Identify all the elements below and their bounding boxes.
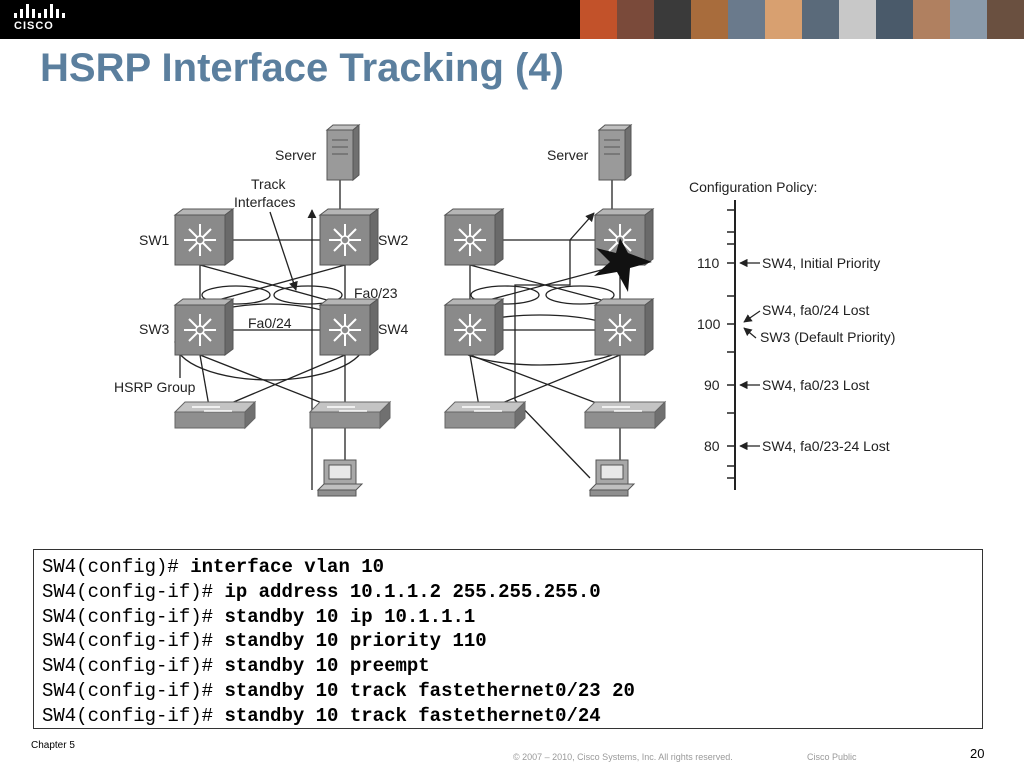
policy-text: SW4, fa0/23-24 Lost <box>762 438 890 454</box>
fa023-label: Fa0/23 <box>354 285 398 301</box>
config-line: SW4(config)# interface vlan 10 <box>42 555 974 580</box>
configuration-policy: Configuration Policy: 110 SW4, Initial P… <box>689 179 895 490</box>
config-line: SW4(config-if)# standby 10 priority 110 <box>42 629 974 654</box>
config-line: SW4(config-if)# standby 10 preempt <box>42 654 974 679</box>
interfaces-label: Interfaces <box>234 194 295 210</box>
config-command: standby 10 track fastethernet0/24 <box>224 704 601 727</box>
config-prompt: SW4(config-if)# <box>42 704 214 727</box>
policy-value: 90 <box>704 377 720 393</box>
config-command: interface vlan 10 <box>190 556 385 578</box>
policy-text: SW4, fa0/24 Lost <box>762 302 870 318</box>
track-label: Track <box>251 176 286 192</box>
server-icon <box>598 124 632 181</box>
sw4-switch-icon <box>319 298 379 356</box>
page-number: 20 <box>970 746 985 761</box>
sw1-switch-icon <box>174 208 234 266</box>
cisco-logo: CISCO <box>8 4 68 35</box>
server-label: Server <box>275 147 317 163</box>
sw4-label: SW4 <box>378 321 409 337</box>
config-line: SW4(config-if)# ip address 10.1.1.2 255.… <box>42 580 974 605</box>
chapter-label: Chapter 5 <box>31 740 75 751</box>
sw3-switch-icon <box>174 298 234 356</box>
config-prompt: SW4(config)# <box>42 556 179 578</box>
access-switch-icon <box>584 401 666 429</box>
slide-title: HSRP Interface Tracking (4) <box>40 46 564 90</box>
access-switch-icon <box>444 401 526 429</box>
sw2-label: SW2 <box>378 232 409 248</box>
config-line: SW4(config-if)# standby 10 track fasteth… <box>42 704 974 729</box>
config-prompt: SW4(config-if)# <box>42 630 214 653</box>
config-line: SW4(config-if)# standby 10 ip 10.1.1.1 <box>42 605 974 630</box>
right-server-label: Server <box>547 147 589 163</box>
pc-icon <box>589 459 635 497</box>
cisco-logo-bars-icon <box>14 4 68 18</box>
config-line: SW4(config-if)# standby 10 track fasteth… <box>42 679 974 704</box>
policy-value: 110 <box>697 255 720 271</box>
config-prompt: SW4(config-if)# <box>42 580 214 603</box>
hsrp-diagram: Server Track Interfaces SW1 SW2 SW3 SW4 … <box>114 124 895 497</box>
sw2-switch-icon <box>319 208 379 266</box>
left-topology: Server Track Interfaces SW1 SW2 SW3 SW4 … <box>114 124 409 497</box>
policy-text: SW4, Initial Priority <box>762 255 880 271</box>
config-code-box: SW4(config)# interface vlan 10 SW4(confi… <box>33 549 983 729</box>
config-prompt: SW4(config-if)# <box>42 679 214 702</box>
classification-text: Cisco Public <box>807 752 857 762</box>
policy-value: 100 <box>697 316 721 332</box>
access-switch-icon <box>174 401 256 429</box>
config-prompt: SW4(config-if)# <box>42 605 214 628</box>
sw1-switch-icon <box>444 208 504 266</box>
config-prompt: SW4(config-if)# <box>42 655 214 678</box>
policy-title: Configuration Policy: <box>689 179 817 195</box>
header-photo-strip <box>580 0 1024 39</box>
policy-text: SW4, fa0/23 Lost <box>762 377 870 393</box>
config-command: standby 10 track fastethernet0/23 20 <box>224 679 635 702</box>
hsrp-group-label: HSRP Group <box>114 379 196 395</box>
policy-value: 80 <box>704 438 720 454</box>
server-icon <box>326 124 360 181</box>
top-banner: CISCO <box>0 0 1024 39</box>
sw3-switch-icon <box>444 298 504 356</box>
sw1-label: SW1 <box>139 232 170 248</box>
right-topology: Server <box>444 124 666 497</box>
config-command: standby 10 ip 10.1.1.1 <box>224 605 476 628</box>
pc-icon <box>317 459 363 497</box>
config-command: standby 10 preempt <box>224 655 430 678</box>
fa024-label: Fa0/24 <box>248 315 292 331</box>
config-command: ip address 10.1.1.2 255.255.255.0 <box>224 580 601 603</box>
access-switch-icon <box>309 401 391 429</box>
policy-text: SW3 (Default Priority) <box>760 329 895 345</box>
sw4-switch-icon <box>594 298 654 356</box>
copyright-text: © 2007 – 2010, Cisco Systems, Inc. All r… <box>513 752 733 762</box>
failure-star-icon <box>594 238 652 292</box>
sw3-label: SW3 <box>139 321 170 337</box>
cisco-logo-text: CISCO <box>14 20 54 32</box>
config-command: standby 10 priority 110 <box>224 630 487 653</box>
